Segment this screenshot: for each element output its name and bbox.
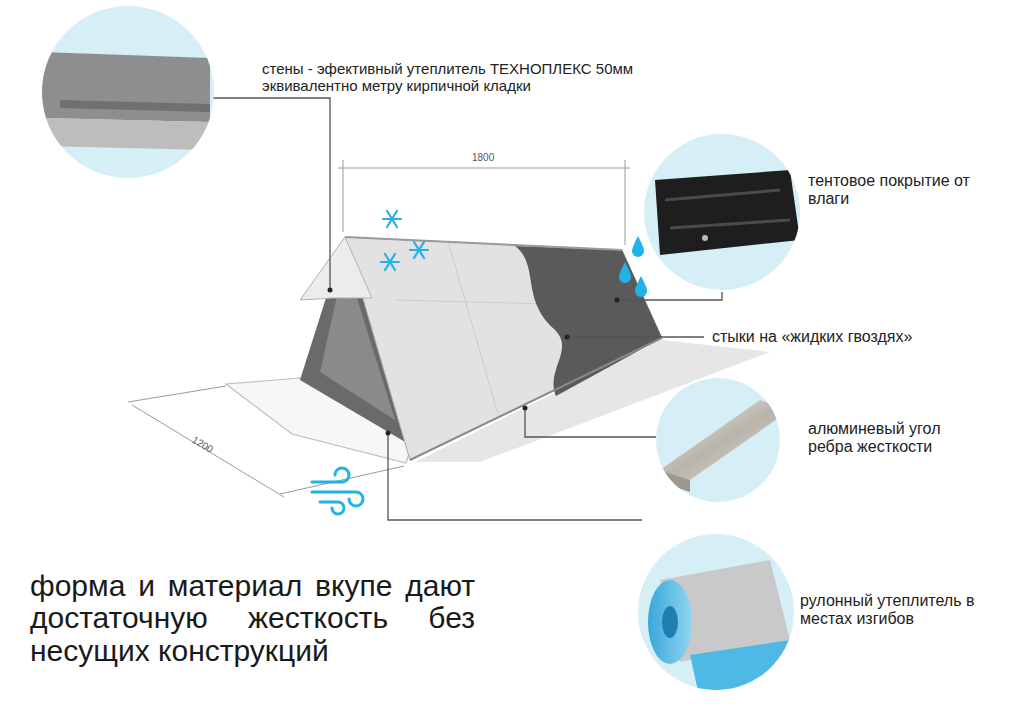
ridge bbox=[345, 237, 622, 250]
tarp-callout: тентовое покрытие от влаги bbox=[808, 172, 976, 209]
aluminium-callout: алюминевый угол ребра жесткости bbox=[808, 420, 983, 457]
dimension-value: 1200 bbox=[190, 434, 215, 455]
leader-line bbox=[212, 98, 722, 520]
roll-photo bbox=[638, 534, 794, 700]
snow-icon bbox=[381, 211, 428, 270]
dimension-line bbox=[338, 160, 630, 245]
wall-callout: стены - эфективный утеплитель ТЕХНОПЛЕКС… bbox=[262, 60, 657, 95]
joint-callout: стыки на «жидких гвоздях» bbox=[712, 328, 912, 346]
aluminium-edge bbox=[410, 338, 662, 460]
aluminium-photo bbox=[656, 378, 790, 502]
leader-dot bbox=[328, 288, 620, 436]
wall-flap bbox=[300, 237, 372, 300]
tent-wall bbox=[345, 237, 662, 460]
caption-text: форма и материал вкупе дают достаточную … bbox=[30, 570, 475, 667]
roll-callout: рулонный утеплитель в местах изгибов bbox=[800, 592, 980, 629]
dimension-line bbox=[128, 386, 404, 497]
tarp-photo bbox=[644, 134, 800, 290]
water-drop-icon bbox=[619, 236, 647, 297]
dimension-value: 1800 bbox=[470, 152, 496, 164]
foam-photo bbox=[40, 6, 214, 178]
wind-icon bbox=[312, 468, 363, 514]
panel-seam bbox=[448, 241, 498, 414]
